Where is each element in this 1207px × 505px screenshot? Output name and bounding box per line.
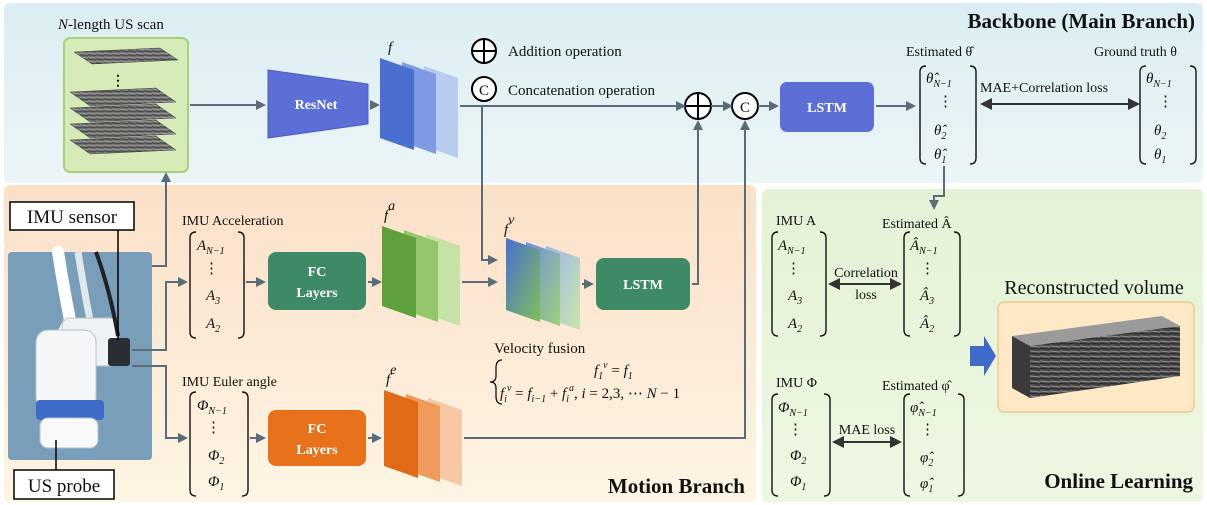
imu-a-label: IMU A: [776, 214, 817, 229]
resnet-block: ResNet: [267, 69, 369, 139]
us-probe-photo: [8, 246, 152, 460]
estimated-theta-label: Estimated θ̂: [906, 45, 975, 60]
concat-node-symbol: C: [740, 100, 750, 116]
us-probe-callout: US probe: [13, 440, 115, 500]
feature-fe-label: fe: [386, 363, 396, 388]
mae-loss-label: MAE loss: [839, 423, 895, 438]
imu-sensor-callout: IMU sensor: [9, 201, 135, 340]
reconstructed-volume: [997, 301, 1195, 413]
velocity-fusion-equations: f1v = f1 fiv = fi−1 + fia, i = 2,3, ⋯ N …: [489, 359, 680, 405]
svg-text:⋮: ⋮: [788, 422, 803, 438]
estimate-to-online-arrow: [929, 166, 945, 210]
concat-node: C: [731, 92, 759, 120]
mae-corr-loss-label: MAE+Correlation loss: [980, 81, 1108, 96]
backbone-title: Backbone (Main Branch): [967, 9, 1195, 33]
svg-text:⋮: ⋮: [920, 422, 935, 438]
corr-loss-label-1: Correlation: [834, 266, 898, 281]
concat-legend-symbol: C: [479, 83, 489, 99]
estimated-phi-label: Estimated φ̂: [882, 379, 953, 394]
backbone-lstm-label: LSTM: [807, 101, 847, 116]
addition-legend-label: Addition operation: [508, 44, 622, 60]
corr-loss-label-2: loss: [855, 288, 877, 303]
online-imu-a-vector: AN−1 ⋮ A3 A2: [771, 231, 827, 337]
svg-text:⋮: ⋮: [920, 261, 935, 277]
concat-legend-label: Concatenation operation: [508, 83, 656, 99]
svg-text:⋮: ⋮: [111, 74, 125, 89]
us-scan-stack: ⋮: [63, 37, 189, 173]
feature-f-stack: [380, 58, 458, 158]
fc-euler-label-1: FC: [308, 422, 327, 437]
us-probe-label: US probe: [28, 476, 100, 497]
feature-fe-stack: [384, 390, 462, 486]
svg-text:⋮: ⋮: [206, 420, 221, 436]
concat-legend: C Concatenation operation: [471, 76, 656, 102]
resnet-label: ResNet: [295, 98, 338, 113]
feature-fv-stack: [506, 238, 580, 330]
velocity-fusion-title: Velocity fusion: [494, 341, 586, 357]
fc-layers-euler: FC Layers: [268, 410, 366, 466]
fc-acc-label-2: Layers: [296, 286, 338, 301]
probe-to-euler-arrow: [132, 365, 188, 443]
estimated-a-label: Estimated Â: [882, 215, 952, 232]
feature-fa-stack: [382, 226, 460, 326]
f-to-fv-arrow: [481, 106, 498, 265]
to-volume-arrow: [970, 336, 996, 376]
feature-fv-label: fv: [504, 213, 515, 238]
lstm-to-addition-arrow: [692, 120, 703, 285]
imu-euler-label: IMU Euler angle: [182, 375, 277, 390]
motion-title: Motion Branch: [608, 474, 745, 498]
addition-node: [684, 92, 712, 120]
online-title: Online Learning: [1044, 469, 1193, 493]
backbone-panel: [4, 3, 1203, 183]
motion-lstm-block: LSTM: [596, 258, 690, 310]
feature-f-label: f: [388, 40, 394, 56]
fc-acc-label-1: FC: [308, 265, 327, 280]
addition-legend: Addition operation: [471, 38, 622, 64]
imu-sensor-label: IMU sensor: [27, 207, 118, 228]
backbone-lstm-block: LSTM: [780, 82, 874, 132]
ground-truth-label: Ground truth θ: [1094, 45, 1177, 60]
svg-text:fiv = fi−1 + fia, i = 2,3, ⋯ N: fiv = fi−1 + fia, i = 2,3, ⋯ N − 1: [500, 383, 680, 405]
scan-label: N-length US scan: [57, 17, 164, 33]
svg-text:⋮: ⋮: [786, 261, 801, 277]
imu-phi-label: IMU Φ: [776, 376, 817, 391]
probe-to-scan-arrow: [152, 172, 171, 267]
imu-euler-vector: ΦN−1 ⋮ Φ2 Φ1: [189, 391, 249, 497]
feature-fa-label: fa: [384, 199, 395, 224]
svg-text:⋮: ⋮: [204, 261, 219, 277]
svg-text:⋮: ⋮: [938, 94, 953, 110]
fc-euler-label-2: Layers: [296, 443, 338, 458]
imu-acc-label: IMU Acceleration: [182, 214, 283, 229]
online-panel: [762, 189, 1203, 502]
recon-volume-label: Reconstructed volume: [1004, 277, 1184, 299]
fc-layers-acc: FC Layers: [268, 252, 366, 310]
motion-lstm-label: LSTM: [623, 278, 663, 293]
probe-to-acc-arrow: [132, 277, 188, 351]
estimated-theta-vector: θ̂N−1 ⋮ θ̂2 θ̂1: [919, 65, 977, 166]
fe-to-concat-arrow: [464, 120, 750, 439]
svg-text:⋮: ⋮: [1158, 94, 1173, 110]
